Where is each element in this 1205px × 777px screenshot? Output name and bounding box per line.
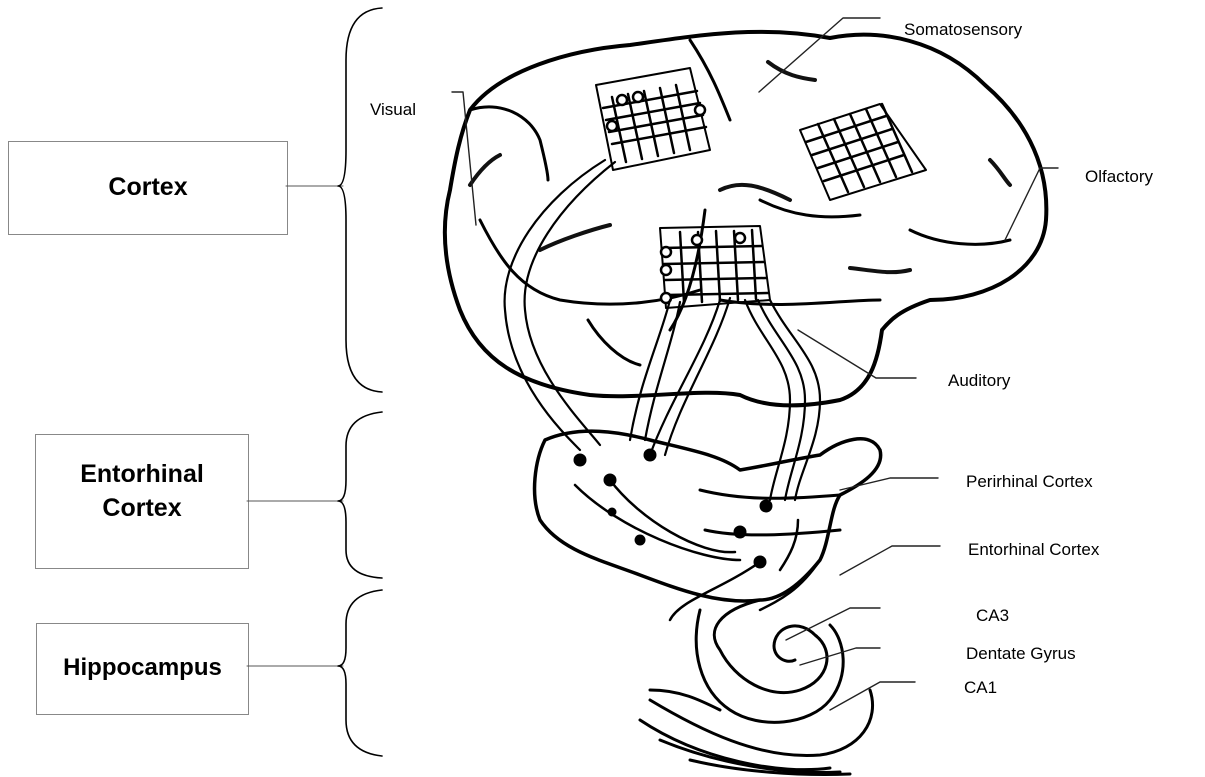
olfactory-grid <box>800 104 926 200</box>
label-somatosensory: Somatosensory <box>904 20 1022 40</box>
fiber-tracts <box>505 160 820 500</box>
label-perirhinal-cortex: Perirhinal Cortex <box>966 472 1093 492</box>
label-olfactory: Olfactory <box>1085 167 1153 187</box>
auditory-grid <box>660 226 770 308</box>
entorhinal-outline <box>535 431 881 601</box>
label-ca1: CA1 <box>964 678 997 698</box>
hippocampus-drawing <box>640 600 873 774</box>
label-dentate-gyrus: Dentate Gyrus <box>966 644 1076 664</box>
label-entorhinal-cortex: Entorhinal Cortex <box>968 540 1099 560</box>
visual-grid <box>596 68 710 170</box>
entorhinal-inner-line <box>700 490 840 498</box>
braces <box>338 8 382 756</box>
label-auditory: Auditory <box>948 371 1010 391</box>
leader-lines <box>452 18 1058 710</box>
box-connectors <box>247 186 343 666</box>
label-ca3: CA3 <box>976 606 1009 626</box>
entorhinal-inner-line-2 <box>705 530 840 535</box>
label-visual: Visual <box>370 100 416 120</box>
neuron-axons <box>575 480 820 620</box>
